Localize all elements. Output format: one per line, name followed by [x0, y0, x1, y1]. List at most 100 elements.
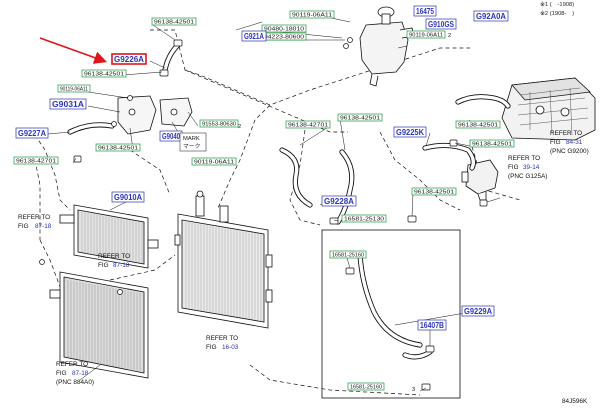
sub-radiator	[59, 204, 159, 269]
part-number-text: 96138-42501	[414, 190, 454, 196]
part-number-label[interactable]: 96138-42501	[411, 187, 457, 196]
part-code-label[interactable]: G9228A	[321, 195, 357, 207]
part-code-label[interactable]: G9225K	[393, 126, 427, 138]
part-number-label[interactable]: 96138-42501	[469, 139, 515, 148]
part-number-label[interactable]: 96138-42701	[285, 120, 331, 129]
dashed-boundaries	[34, 29, 556, 396]
ref-line: REFER TO	[98, 253, 130, 260]
part-number-label[interactable]: 90119-06A11	[57, 84, 91, 93]
code-box	[241, 30, 267, 42]
mark-annotation: MARK マーク	[179, 132, 207, 152]
ref-line: FIG	[18, 223, 29, 230]
part-code-label[interactable]: G921A	[241, 30, 267, 42]
part-number-text: 96138-42701	[16, 159, 56, 165]
part-number-label[interactable]: 96138-42501	[455, 120, 501, 129]
reference-fig-5: REFER TO FIG 39-14 (PNC G125A)	[508, 155, 547, 180]
part-number-text: 16581-25160	[332, 253, 364, 259]
part-code-label[interactable]: G9031A	[49, 98, 87, 110]
part-code-label[interactable]: G9010A	[111, 191, 145, 203]
code-box	[321, 195, 357, 207]
auxiliary-tank	[461, 159, 499, 201]
code-text: G9228A	[324, 197, 354, 206]
ref-line: FIG	[56, 370, 67, 377]
ref-fig-link[interactable]: 87-18	[72, 370, 89, 377]
code-box	[393, 126, 427, 138]
part-box	[341, 214, 387, 223]
radiator	[174, 190, 273, 329]
part-number-label[interactable]: 96138-42501	[151, 17, 197, 26]
part-number-label[interactable]: 94223-80600	[261, 32, 307, 41]
qty-marker: 3	[412, 387, 415, 393]
part-number-label[interactable]: 96138-42501	[81, 69, 127, 78]
part-number-label[interactable]: 96138-42501	[337, 113, 383, 122]
header-note-1: ※1 ( -1908)	[540, 1, 574, 8]
ref-line: REFER TO	[56, 361, 88, 368]
reference-fig-1: REFER TO FIG 87-18	[18, 214, 52, 230]
part-number-text: 90119-06A11	[292, 13, 332, 19]
part-number-label[interactable]: 90119-06A11	[191, 157, 237, 166]
code-text: G9229A	[464, 307, 492, 316]
part-code-label[interactable]: G910GS	[425, 18, 457, 30]
part-box	[13, 156, 59, 165]
part-number-label[interactable]: 90119-06A11	[289, 10, 335, 19]
part-number-text: 96138-42501	[458, 123, 498, 129]
drawing-id: 84J596K	[562, 398, 588, 405]
part-code-label[interactable]: G9226A	[111, 53, 147, 65]
reference-fig-2: REFER TO FIG 87-18	[98, 253, 130, 269]
part-number-label[interactable]: 16581-25130	[341, 214, 387, 223]
ref-fig-link[interactable]: 39-14	[523, 164, 540, 171]
part-number-text: 96138-42501	[154, 20, 194, 26]
ref-fig-link[interactable]: 87-18	[35, 223, 52, 230]
part-number-text: 91553-80630	[202, 122, 236, 128]
part-number-label[interactable]: 96138-42701	[13, 156, 59, 165]
ref-pnc: (PNC G9200)	[550, 148, 589, 155]
part-box	[81, 69, 127, 78]
condenser	[49, 271, 149, 379]
code-box	[425, 18, 457, 30]
part-code-label[interactable]: G9040	[159, 130, 183, 142]
part-code-label[interactable]: 16475	[413, 5, 437, 17]
part-box	[191, 157, 237, 166]
part-number-label[interactable]: 90480-18010	[261, 24, 307, 33]
code-box	[417, 319, 447, 331]
part-number-label[interactable]: 96138-42501	[95, 143, 141, 152]
ref-fig-link[interactable]: 16-03	[222, 344, 239, 351]
part-box	[289, 10, 335, 19]
part-number-text: 90480-18010	[264, 27, 304, 33]
ref-fig-link[interactable]: 87-18	[113, 262, 130, 269]
part-number-label[interactable]: 91553-80630	[199, 119, 239, 128]
part-box	[57, 84, 91, 93]
ref-line: REFER TO	[206, 335, 238, 342]
ref-pnc: (PNC G125A)	[508, 173, 547, 180]
ref-line: REFER TO	[18, 214, 50, 221]
qty-marker: 2	[238, 124, 241, 130]
code-text: G9031A	[52, 100, 84, 109]
part-code-label[interactable]: G92A0A	[473, 10, 509, 22]
part-box	[411, 187, 457, 196]
code-text: 16475	[416, 7, 434, 16]
part-box	[151, 17, 197, 26]
code-text: G92A0A	[476, 12, 506, 21]
part-number-label[interactable]: 16581-25160	[347, 382, 385, 391]
code-text: G9040	[162, 132, 180, 141]
part-code-label[interactable]: G9229A	[461, 305, 495, 317]
part-box	[406, 30, 446, 39]
ref-fig-link[interactable]: 84-31	[566, 139, 583, 146]
ref-pnc: (PNC 884A0)	[56, 379, 94, 386]
reference-fig-6: REFER TO FIG 84-31 (PNC G9200)	[550, 130, 589, 155]
part-box	[469, 139, 515, 148]
part-code-label[interactable]: G9227A	[15, 127, 49, 139]
ref-line: REFER TO	[508, 155, 540, 162]
part-code-label[interactable]: 16407B	[417, 319, 447, 331]
qty-marker: 2	[448, 33, 451, 39]
part-number-text: 96138-42501	[84, 72, 124, 78]
callout-labels: 96138-42501G9226A96138-4250190119-06A11G…	[13, 5, 515, 391]
ref-line: FIG	[550, 139, 561, 146]
reference-fig-3: REFER TO FIG 87-18 (PNC 884A0)	[56, 361, 94, 386]
part-number-text: 90119-06A11	[409, 33, 443, 39]
part-number-label[interactable]: 90119-06A11	[406, 30, 446, 39]
part-number-label[interactable]: 16581-25160	[329, 250, 367, 259]
code-box	[461, 305, 495, 317]
